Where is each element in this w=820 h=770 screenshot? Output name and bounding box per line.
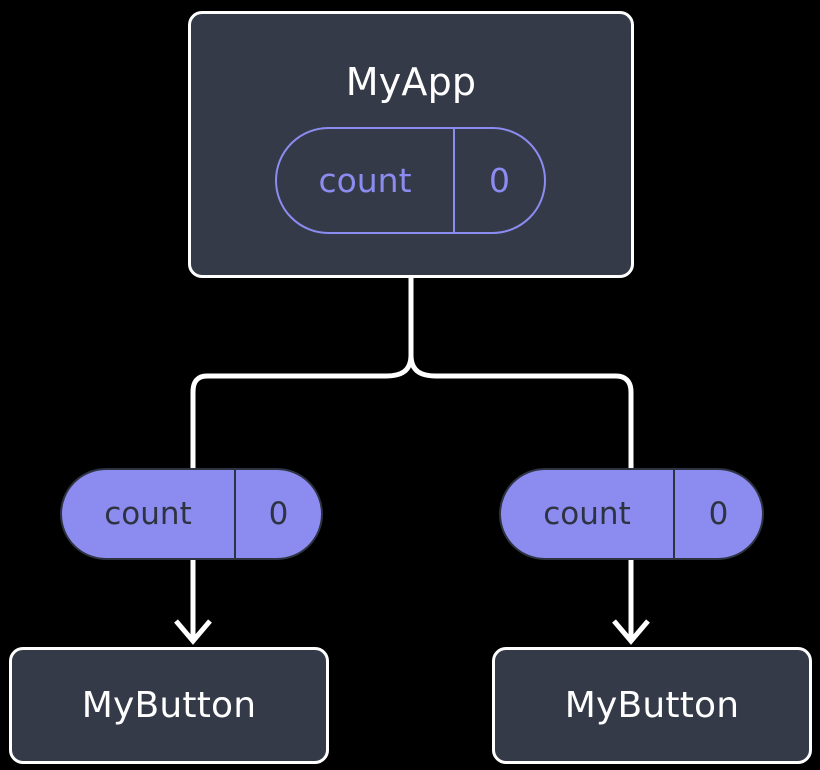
state-pill-left-value: 0 (234, 470, 321, 558)
state-pill-right-value: 0 (673, 470, 762, 558)
state-pill-left-key: count (104, 495, 192, 532)
state-pill-right-key: count (543, 495, 631, 532)
node-mybutton-right[interactable]: MyButton (492, 647, 812, 764)
state-pill-root-key: count (318, 161, 412, 200)
node-mybutton-right-label: MyButton (564, 684, 740, 726)
state-pill-root-value: 0 (453, 129, 544, 232)
node-mybutton-left-label: MyButton (81, 684, 257, 726)
edge-root-to-left-state (190, 354, 414, 470)
state-pill-left[interactable]: count 0 (60, 468, 323, 560)
node-myapp-label: MyApp (345, 60, 477, 104)
state-pill-root[interactable]: count 0 (275, 127, 546, 234)
edge-root-to-right-state (408, 354, 634, 470)
node-mybutton-left[interactable]: MyButton (9, 647, 329, 764)
arrowhead-right-icon (612, 619, 650, 645)
arrowhead-left-icon (174, 619, 212, 645)
state-pill-right[interactable]: count 0 (499, 468, 764, 560)
